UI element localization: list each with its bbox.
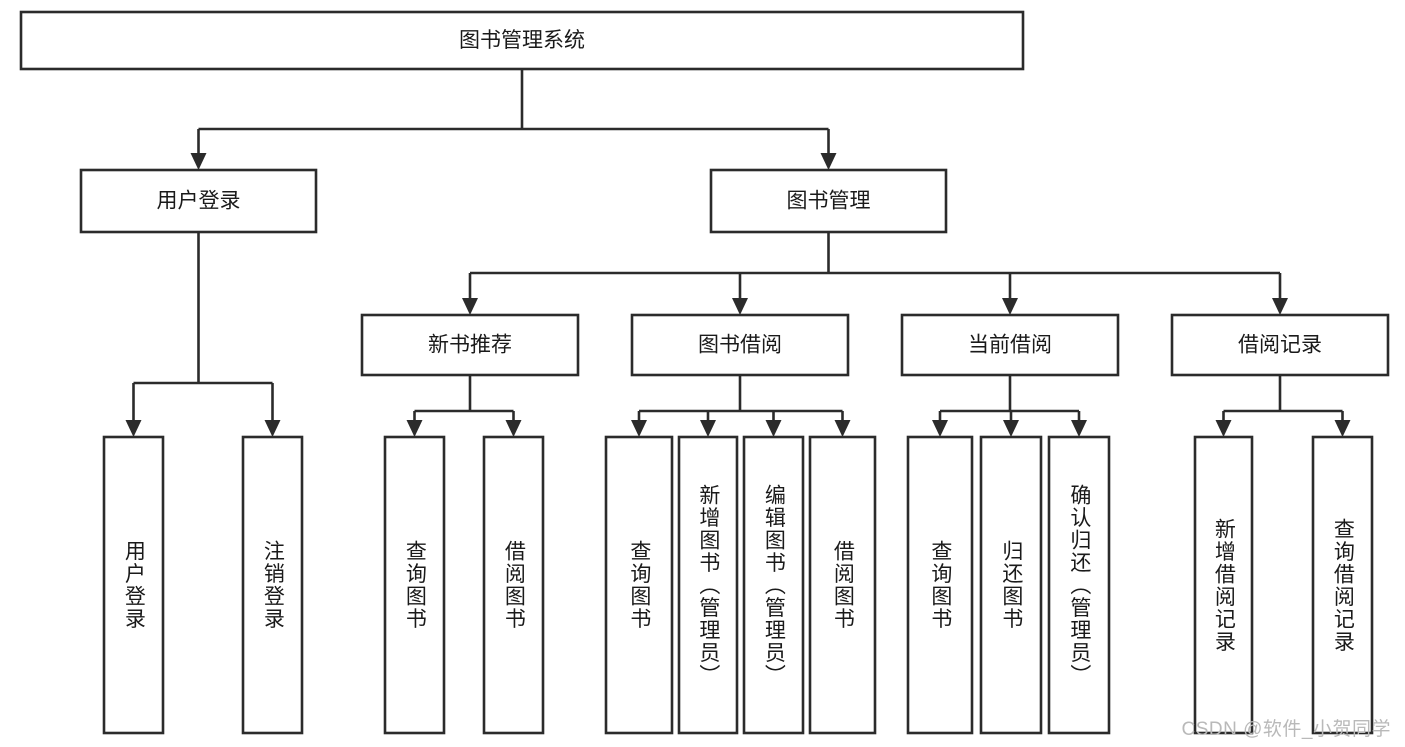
arrowhead-root-0 — [190, 153, 207, 170]
leaf-box-查询图书-8[interactable] — [906, 435, 974, 735]
leaf-box-查询图书-2[interactable] — [383, 435, 446, 735]
arrowhead-l3-1-1 — [700, 420, 716, 437]
arrowhead-books-3 — [1272, 298, 1288, 315]
leaf-box-注销登录-1[interactable] — [241, 435, 304, 735]
root-box-图书管理系统[interactable] — [19, 10, 1025, 71]
level2-label-图书管理-1: 图书管理 — [787, 190, 871, 213]
arrowhead-l3-0-0 — [406, 420, 423, 437]
leaf-box-借阅图书-3[interactable] — [482, 435, 545, 735]
arrowhead-root-1 — [820, 153, 837, 170]
leaf-box-借阅图书-7[interactable] — [808, 435, 877, 735]
arrowhead-login-1 — [264, 420, 281, 437]
arrowhead-l3-3-1 — [1334, 420, 1351, 437]
level3-box-当前借阅-2[interactable] — [900, 313, 1120, 377]
leaf-box-用户登录-0[interactable] — [102, 435, 165, 735]
connectors-layer — [125, 69, 1351, 437]
arrowhead-l3-1-3 — [834, 420, 851, 437]
level2-label-用户登录-0: 用户登录 — [157, 190, 241, 213]
level3-label-图书借阅-1: 图书借阅 — [698, 334, 782, 357]
arrowhead-l3-2-1 — [1003, 420, 1019, 437]
arrowhead-l3-1-2 — [765, 420, 782, 437]
arrowhead-l3-2-0 — [932, 420, 948, 437]
level3-label-借阅记录-3: 借阅记录 — [1238, 334, 1322, 357]
level3-box-借阅记录-3[interactable] — [1170, 313, 1390, 377]
leaf-box-归还图书-9[interactable] — [979, 435, 1043, 735]
arrowhead-l3-1-0 — [631, 420, 647, 437]
arrowhead-login-0 — [125, 420, 142, 437]
level3-label-当前借阅-2: 当前借阅 — [968, 334, 1052, 357]
arrowhead-books-2 — [1002, 298, 1018, 315]
boxes-layer — [19, 10, 1390, 735]
csdn-watermark: CSDN @软件_小贺同学 — [1181, 719, 1391, 740]
arrowhead-books-0 — [462, 298, 478, 315]
leaf-box-新增借阅记录-11[interactable] — [1193, 435, 1254, 735]
arrowhead-l3-2-2 — [1071, 420, 1087, 437]
arrowhead-l3-3-0 — [1215, 420, 1232, 437]
leaf-box-查询借阅记录-12[interactable] — [1311, 435, 1374, 735]
level3-label-新书推荐-0: 新书推荐 — [428, 334, 512, 357]
level2-box-图书管理-1[interactable] — [709, 168, 948, 234]
root-label-图书管理系统: 图书管理系统 — [459, 29, 585, 52]
level3-box-图书借阅-1[interactable] — [630, 313, 850, 377]
arrowhead-l3-0-1 — [505, 420, 522, 437]
level2-box-用户登录-0[interactable] — [79, 168, 318, 234]
leaf-box-确认归还管理员-10[interactable] — [1047, 435, 1111, 735]
arrowhead-books-1 — [732, 298, 748, 315]
level3-box-新书推荐-0[interactable] — [360, 313, 580, 377]
leaf-box-查询图书-4[interactable] — [604, 435, 674, 735]
leaf-box-编辑图书管理员-6[interactable] — [742, 435, 805, 735]
leaf-box-新增图书管理员-5[interactable] — [677, 435, 739, 735]
